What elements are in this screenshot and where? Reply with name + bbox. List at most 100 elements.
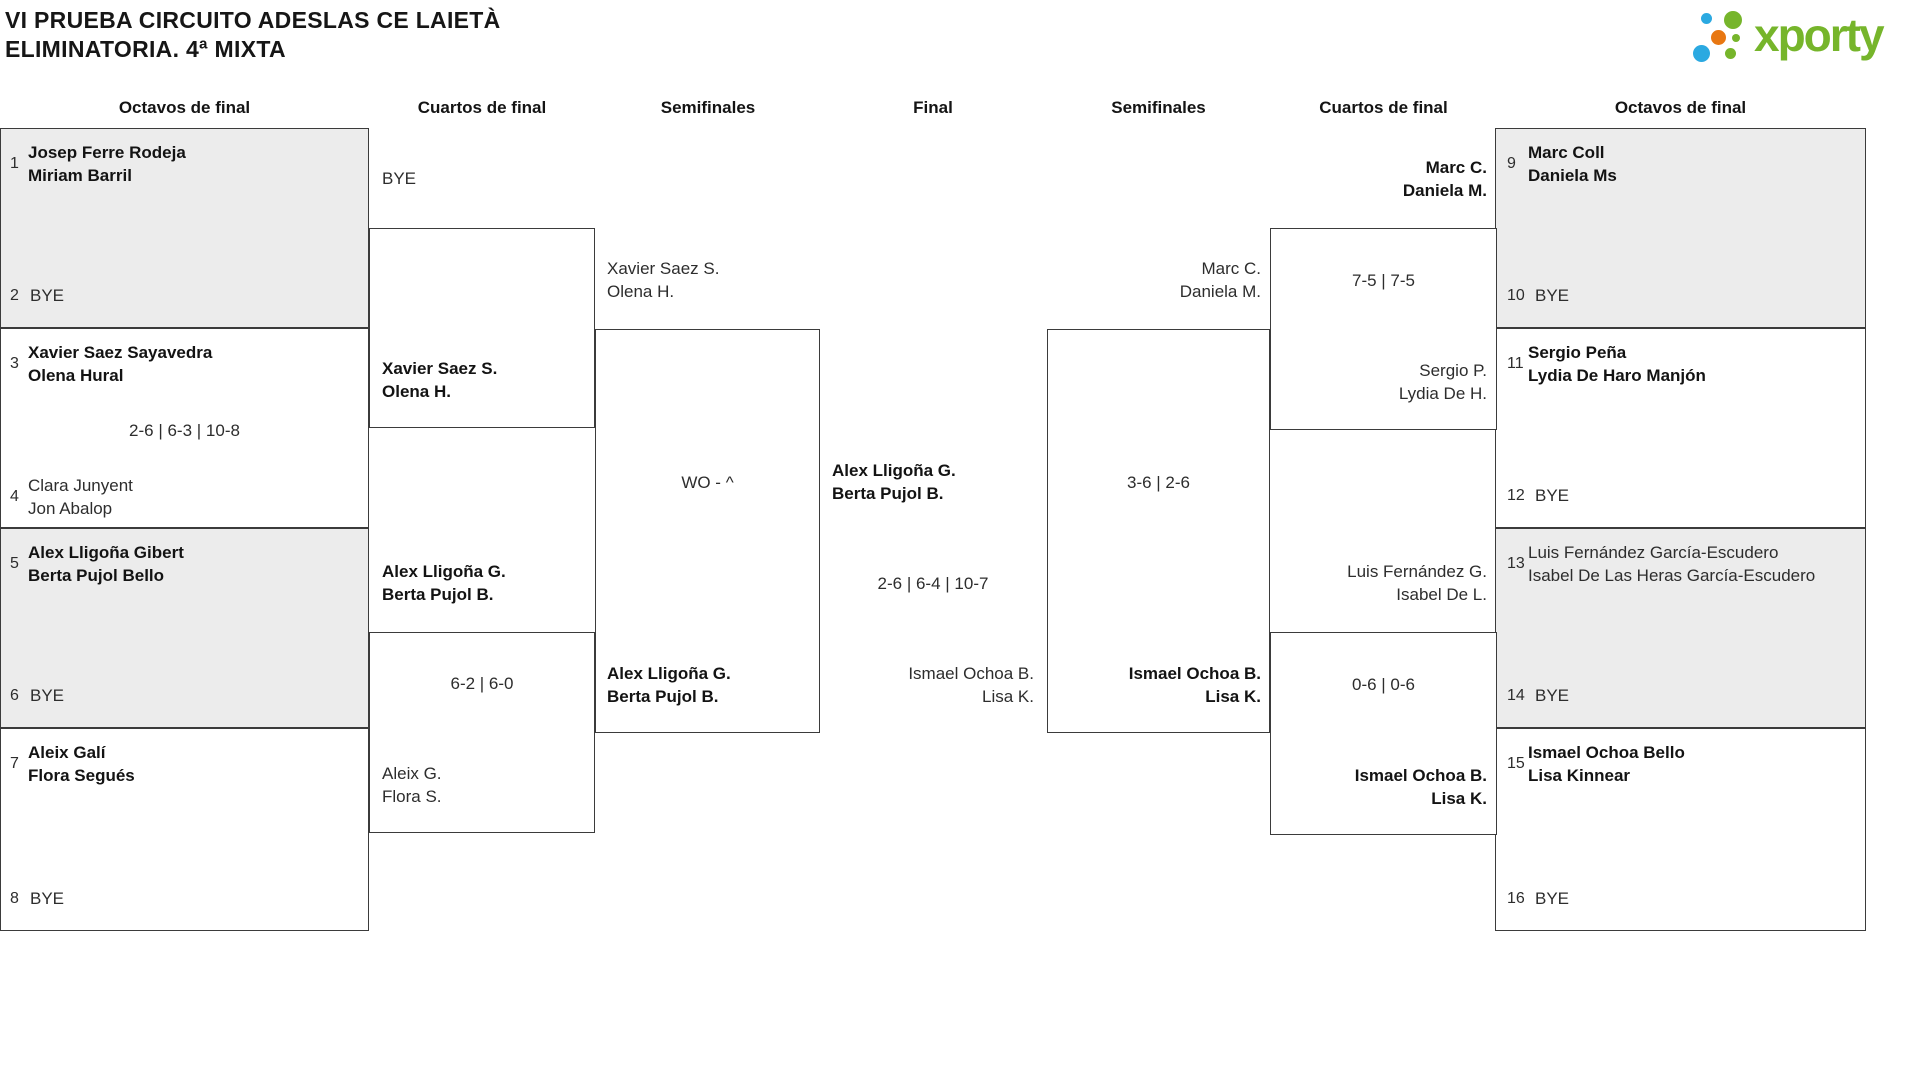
- finalist-team: Lisa K.: [982, 687, 1034, 706]
- match-score: 2-6 | 6-3 | 10-8: [129, 420, 240, 440]
- bye-label: BYE: [30, 888, 65, 908]
- octavos-match-box: [0, 528, 369, 728]
- advancing-team: Berta Pujol B.: [382, 584, 494, 604]
- team-name: Olena Hural: [28, 365, 124, 385]
- advancing-team: Marc C.: [1425, 157, 1487, 177]
- team-name: Berta Pujol Bello: [28, 565, 165, 585]
- logo-wordmark: xporty: [1754, 9, 1885, 61]
- bye-label: BYE: [30, 685, 65, 705]
- team-name: Marc Coll: [1528, 142, 1605, 162]
- octavos-match-box: [0, 128, 369, 328]
- page-title: VI PRUEBA CIRCUITO ADESLAS CE LAIETÀ ELI…: [5, 6, 501, 64]
- team-name: Flora Segués: [28, 765, 135, 785]
- advancing-team: BYE: [382, 168, 417, 188]
- round-header: Octavos de final: [118, 98, 251, 117]
- team-name: Luis Fernández García-Escudero: [1528, 542, 1779, 562]
- advancing-team: Ismael Ochoa B.: [1354, 765, 1487, 785]
- octavos-match-box: [1495, 528, 1866, 728]
- advancing-team: Lisa K.: [1431, 788, 1487, 808]
- round-header: Semifinales: [660, 98, 756, 117]
- bye-label: BYE: [1535, 685, 1570, 705]
- round-header: Cuartos de final: [417, 98, 547, 117]
- team-name: Sergio Peña: [1528, 342, 1627, 362]
- seed-number: 12: [1507, 486, 1525, 504]
- advancing-team: Ismael Ochoa B.: [1128, 663, 1261, 683]
- match-score: 3-6 | 2-6: [1126, 472, 1190, 492]
- seed-number: 1: [10, 155, 19, 172]
- seed-number: 16: [1507, 889, 1525, 907]
- team-name: Isabel De Las Heras García-Escudero: [1528, 565, 1816, 585]
- team-name: Xavier Saez Sayavedra: [28, 342, 213, 362]
- advancing-team: Sergio P.: [1419, 360, 1487, 380]
- logo-dot-icon: [1725, 48, 1736, 59]
- match-score: WO - ^: [681, 472, 734, 492]
- final-score: 2-6 | 6-4 | 10-7: [877, 574, 989, 593]
- page-title-line1: VI PRUEBA CIRCUITO ADESLAS CE LAIETÀ: [5, 7, 501, 33]
- seed-number: 3: [10, 355, 19, 372]
- team-name: Clara Junyent: [28, 475, 133, 495]
- round-header: Cuartos de final: [1319, 98, 1448, 117]
- seed-number: 15: [1507, 755, 1525, 772]
- semifinal-match-box: [595, 329, 820, 733]
- advancing-team: Marc C.: [1201, 258, 1262, 278]
- bye-label: BYE: [30, 285, 65, 305]
- advancing-team: Daniela M.: [1402, 180, 1487, 200]
- octavos-match-box: [1495, 328, 1866, 528]
- logo-dot-icon: [1701, 13, 1712, 24]
- logo-dot-icon: [1711, 30, 1726, 45]
- team-name: Lydia De Haro Manjón: [1528, 365, 1706, 385]
- round-header: Semifinales: [1111, 98, 1206, 117]
- logo-dot-icon: [1724, 11, 1742, 29]
- seed-number: 5: [10, 555, 19, 572]
- team-name: Miriam Barril: [28, 165, 132, 185]
- advancing-team: Olena H.: [382, 381, 451, 401]
- advancing-team: Xavier Saez S.: [607, 258, 720, 278]
- team-name: Jon Abalop: [28, 498, 113, 518]
- finalist-team: Alex Lligoña G.: [832, 461, 956, 480]
- finalist-team: Berta Pujol B.: [832, 484, 944, 503]
- cuartos-match-box: [369, 228, 595, 428]
- round-header: Final: [913, 98, 953, 117]
- seed-number: 14: [1507, 686, 1525, 704]
- match-score: 6-2 | 6-0: [450, 674, 514, 693]
- advancing-team: Aleix G.: [382, 763, 442, 783]
- seed-number: 6: [10, 686, 19, 704]
- seed-number: 4: [10, 488, 19, 505]
- seed-number: 7: [10, 755, 19, 772]
- match-score: 0-6 | 0-6: [1351, 675, 1415, 694]
- advancing-team: Isabel De L.: [1396, 584, 1487, 604]
- advancing-team: Flora S.: [382, 786, 442, 806]
- logo-dot-icon: [1693, 45, 1710, 62]
- bye-label: BYE: [1535, 888, 1570, 908]
- octavos-match-box: [0, 328, 369, 528]
- bye-label: BYE: [1535, 285, 1570, 305]
- seed-number: 8: [10, 889, 19, 907]
- cuartos-match-box: [1270, 632, 1497, 835]
- advancing-team: Xavier Saez S.: [382, 358, 498, 378]
- advancing-team: Olena H.: [607, 281, 675, 301]
- advancing-team: Alex Lligoña G.: [607, 663, 731, 683]
- team-name: Josep Ferre Rodeja: [28, 142, 186, 162]
- team-name: Ismael Ochoa Bello: [1528, 742, 1685, 762]
- bye-label: BYE: [1535, 485, 1570, 505]
- advancing-team: Luis Fernández G.: [1347, 561, 1487, 581]
- octavos-match-box: [0, 728, 369, 931]
- octavos-match-box: [1495, 728, 1866, 931]
- semifinal-match-box: [1047, 329, 1270, 733]
- team-name: Aleix Galí: [28, 742, 106, 762]
- seed-number: 2: [10, 286, 19, 304]
- finalist-team: Ismael Ochoa B.: [908, 664, 1034, 683]
- seed-number: 9: [1507, 155, 1516, 172]
- cuartos-match-box: [1270, 228, 1497, 430]
- team-name: Daniela Ms: [1528, 165, 1617, 185]
- advancing-team: Berta Pujol B.: [607, 686, 719, 706]
- xporty-logo[interactable]: xporty: [1688, 0, 1920, 72]
- round-header: Octavos de final: [1614, 98, 1747, 117]
- team-name: Alex Lligoña Gibert: [28, 542, 184, 562]
- match-score: 7-5 | 7-5: [1351, 270, 1415, 290]
- logo-dot-icon: [1732, 34, 1740, 42]
- advancing-team: Alex Lligoña G.: [382, 561, 506, 581]
- seed-number: 10: [1507, 286, 1525, 304]
- octavos-match-box: [1495, 128, 1866, 328]
